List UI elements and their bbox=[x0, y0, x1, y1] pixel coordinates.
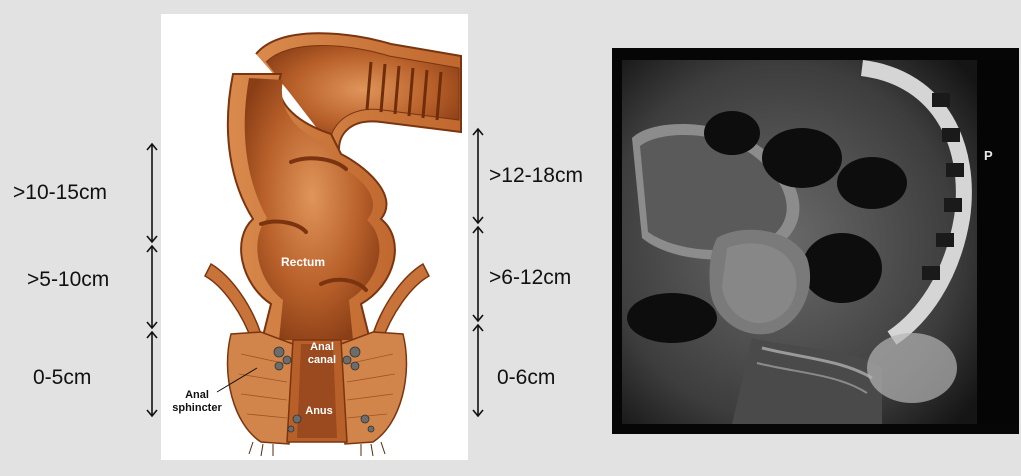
left-label-middle: >5-10cm bbox=[27, 268, 109, 292]
mri-sagittal-image: P bbox=[612, 48, 1019, 434]
mri-scan-drawing: P bbox=[612, 48, 1019, 434]
rectum-label: Rectum bbox=[281, 255, 325, 269]
anal-canal-label-1: Anal bbox=[310, 341, 334, 353]
rectum-anatomy-illustration: Rectum Anal canal Anus Anal sphincter bbox=[161, 14, 468, 460]
right-measure-arrows bbox=[466, 125, 490, 420]
left-label-lower: 0-5cm bbox=[33, 366, 91, 390]
right-label-middle: >6-12cm bbox=[489, 266, 571, 290]
right-label-upper: >12-18cm bbox=[489, 164, 583, 188]
sphincter-label-2: sphincter bbox=[172, 402, 222, 414]
sphincter-label-1: Anal bbox=[185, 389, 209, 401]
mri-orientation-label: P bbox=[984, 148, 993, 163]
right-label-lower: 0-6cm bbox=[497, 366, 555, 390]
rectum-anatomy-drawing: Rectum Anal canal Anus Anal sphincter bbox=[161, 14, 468, 460]
left-label-upper: >10-15cm bbox=[13, 181, 107, 205]
anal-canal-label-2: canal bbox=[308, 354, 336, 366]
anus-label: Anus bbox=[305, 405, 333, 417]
